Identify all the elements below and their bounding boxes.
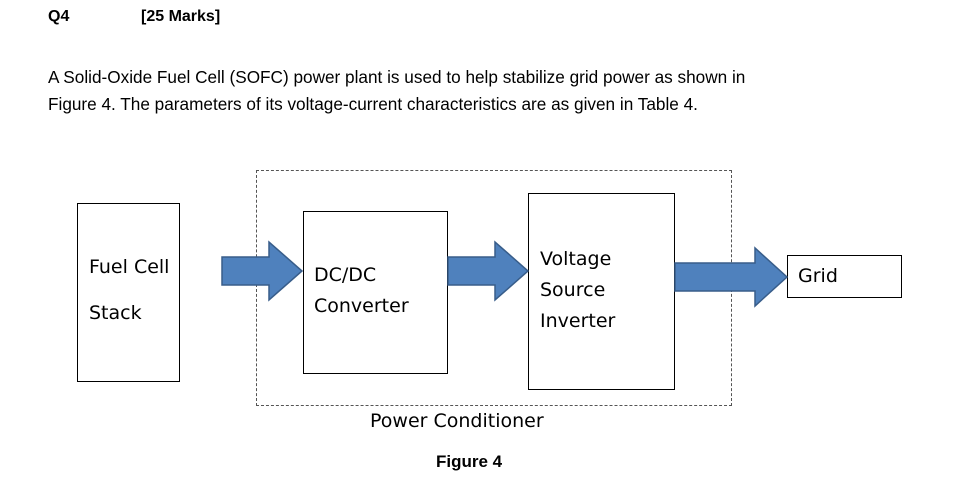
dcdc-label-line-1: DC/DC xyxy=(314,264,377,286)
question-text-line-1: A Solid-Oxide Fuel Cell (SOFC) power pla… xyxy=(48,67,746,87)
arrow-dcdc-to-inverter xyxy=(447,240,530,302)
dcdc-label-line-2: Converter xyxy=(314,295,409,317)
question-marks: [25 Marks] xyxy=(141,8,221,25)
fuel-cell-label-line-2: Stack xyxy=(89,302,142,324)
vsi-label-line-3: Inverter xyxy=(540,310,616,332)
grid-block xyxy=(787,255,902,298)
arrow-fuelcell-to-dcdc xyxy=(221,240,304,302)
fuel-cell-label-line-1: Fuel Cell xyxy=(89,256,170,278)
fuel-cell-stack-block xyxy=(77,203,180,382)
arrow-inverter-to-grid xyxy=(674,246,789,308)
question-text-line-2: Figure 4. The parameters of its voltage-… xyxy=(48,94,698,114)
vsi-label-line-2: Source xyxy=(540,279,606,301)
dcdc-converter-block xyxy=(303,211,448,374)
grid-label: Grid xyxy=(798,265,838,287)
question-text: A Solid-Oxide Fuel Cell (SOFC) power pla… xyxy=(48,64,928,118)
question-number: Q4 xyxy=(48,8,70,25)
power-conditioner-label: Power Conditioner xyxy=(370,410,544,432)
vsi-label-line-1: Voltage xyxy=(540,248,612,270)
voltage-source-inverter-block xyxy=(528,193,675,390)
figure-caption: Figure 4 xyxy=(436,452,503,471)
